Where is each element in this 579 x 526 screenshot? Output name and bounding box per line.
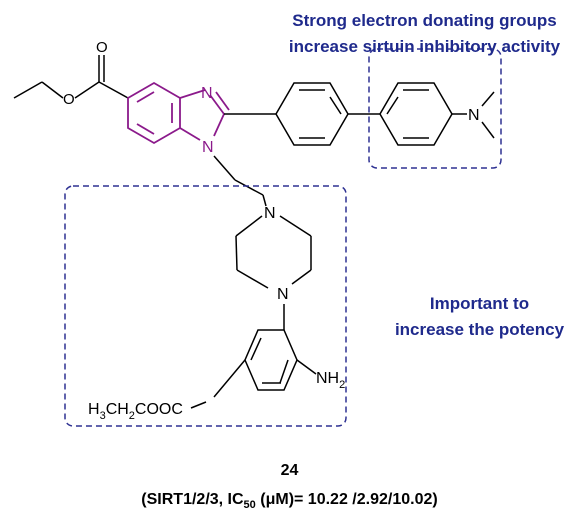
carbonyl-oxygen: O: [96, 39, 108, 56]
piperazine-n-top: N: [264, 205, 276, 222]
donating-group-highlight-box: [368, 48, 502, 169]
benzimidazole-core: [127, 81, 230, 145]
compound-number: 24: [280, 462, 299, 479]
ethyl-ester-bonds: [13, 55, 129, 99]
amino-group: NH2: [316, 370, 345, 391]
potency-highlight-box: [64, 185, 347, 427]
aminobenzoate-bonds: [190, 329, 317, 409]
imidazole-n1: N: [202, 139, 214, 156]
potency-annotation: Important to increase the potency: [380, 291, 579, 343]
activity-caption: (SIRT1/2/3, IC50 (μM)= 10.22 /2.92/10.02…: [141, 491, 438, 512]
potency-annotation-line2: increase the potency: [394, 320, 565, 339]
potency-annotation-line1: Important to: [429, 294, 530, 313]
donating-annotation-line1: Strong electron donating groups: [292, 11, 557, 30]
imidazole-n3: N: [201, 85, 213, 102]
dimethylamino-nitrogen: N: [468, 107, 480, 124]
donating-annotation-line2: increase sirtuin inhibitory activity: [288, 37, 561, 56]
piperazine-linker-bonds: [213, 155, 312, 330]
ethyl-ester-label: H3CH2COOC: [88, 401, 183, 422]
piperazine-n-bottom: N: [277, 286, 289, 303]
ester-oxygen: O: [63, 91, 75, 108]
donating-group-annotation: Strong electron donating groups increase…: [270, 8, 579, 60]
biphenyl-bonds: [224, 82, 495, 146]
